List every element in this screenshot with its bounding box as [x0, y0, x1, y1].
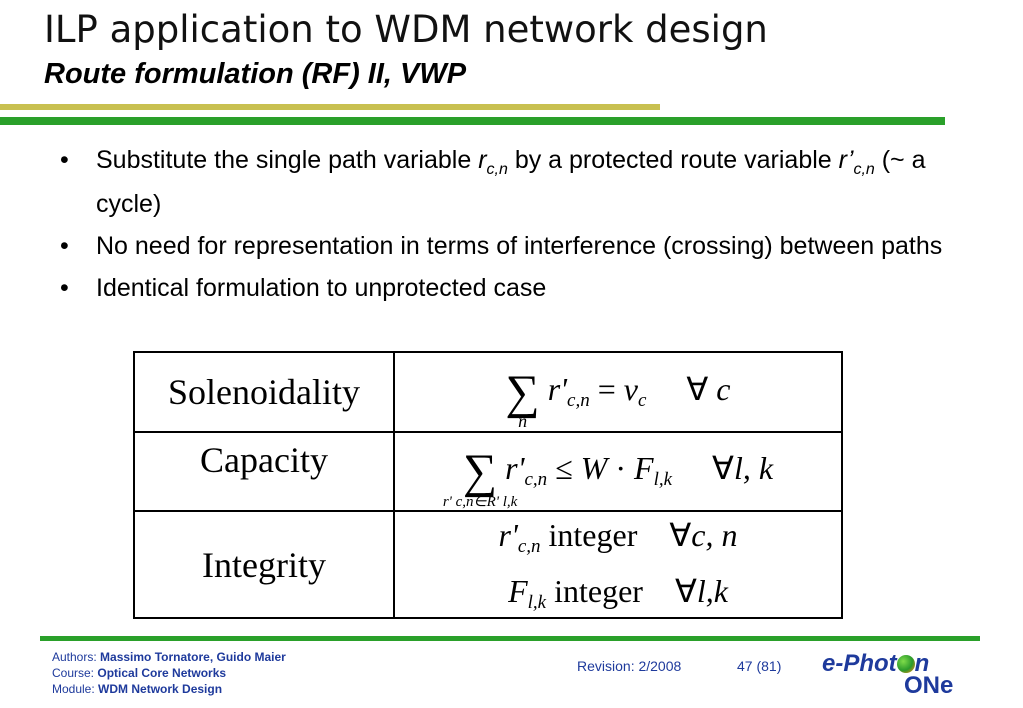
title-underline-yellow: [0, 104, 660, 110]
symbol-r-prime: r’c,n: [838, 146, 875, 178]
slide-title: ILP application to WDM network design: [44, 8, 768, 51]
title-underline-green: [0, 117, 945, 125]
slide-subtitle: Route formulation (RF) II, VWP: [44, 58, 467, 90]
footer-divider: [40, 636, 980, 641]
table-row: Integrity r'c,n integer ∀c, n Fl,k integ…: [133, 510, 843, 619]
integrity-equations: r'c,n integer ∀c, n Fl,k integer ∀l,k: [393, 510, 843, 619]
solenoidality-equation: ∑n r'c,n = vc ∀ c: [393, 351, 843, 433]
bullet-list: • Substitute the single path variable rc…: [60, 143, 965, 313]
constraint-label: Capacity: [133, 431, 395, 512]
integrity-equation-r: r'c,n integer ∀c, n: [498, 516, 738, 557]
bullet-item: • Substitute the single path variable rc…: [60, 143, 965, 221]
integrity-equation-f: Fl,k integer ∀l,k: [508, 572, 728, 613]
footer-credits: Authors: Massimo Tornatore, Guido Maier …: [52, 650, 286, 696]
symbol-r: rc,n: [478, 146, 508, 178]
sum-symbol: ∑n: [505, 365, 540, 431]
constraint-label: Integrity: [133, 510, 395, 619]
bullet-dot: •: [60, 274, 69, 302]
constraint-label: Solenoidality: [133, 351, 395, 433]
bullet-item: • No need for representation in terms of…: [60, 229, 965, 263]
capacity-equation: ∑r' c,n∈R' l,k r'c,n ≤ W · Fl,k ∀l, k: [393, 431, 843, 512]
table-row: Solenoidality ∑n r'c,n = vc ∀ c: [133, 351, 843, 433]
bullet-dot: •: [60, 232, 69, 260]
sum-symbol: ∑r' c,n∈R' l,k: [442, 445, 518, 510]
table-row: Capacity ∑r' c,n∈R' l,k r'c,n ≤ W · Fl,k…: [133, 431, 843, 512]
bullet-item: • Identical formulation to unprotected c…: [60, 271, 965, 305]
bullet-dot: •: [60, 146, 69, 174]
page-number: 47 (81): [737, 658, 782, 674]
revision-label: Revision: 2/2008: [577, 658, 682, 674]
globe-icon: [896, 655, 915, 673]
formulation-table: Solenoidality ∑n r'c,n = vc ∀ c Capacity…: [133, 351, 843, 619]
